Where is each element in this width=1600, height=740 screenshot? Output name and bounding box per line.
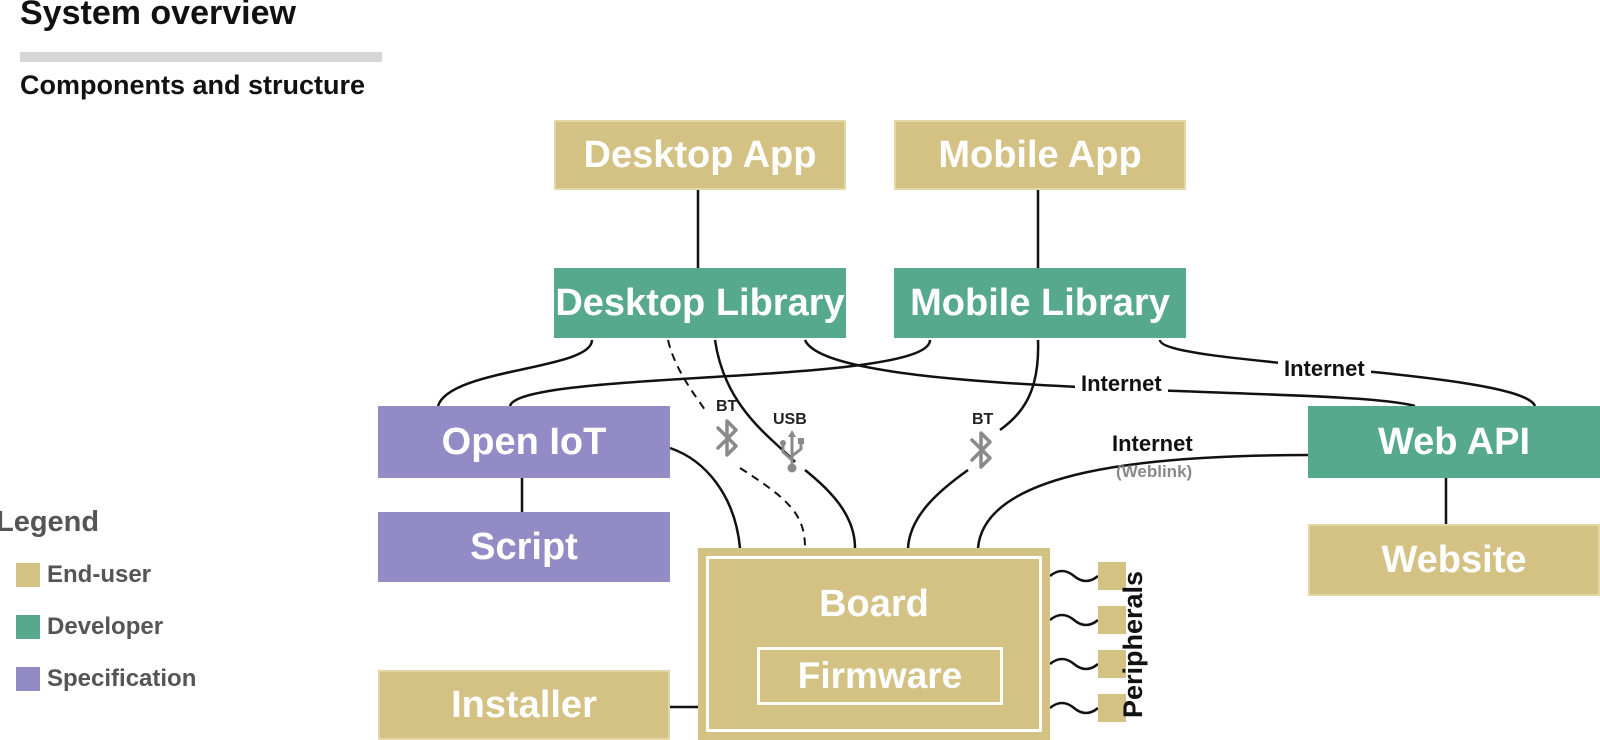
legend-item-end-user: End-user — [16, 561, 151, 589]
link-mobile-library-bt — [999, 339, 1040, 431]
legend-swatch-developer — [16, 615, 40, 639]
link-peripheral-4 — [1049, 701, 1099, 715]
bt-label-desktop: BT — [716, 398, 738, 415]
board-frame: Board Firmware — [706, 556, 1042, 732]
legend-item-specification: Specification — [16, 665, 196, 693]
mobile-app-node: Mobile App — [894, 120, 1186, 190]
link-webapi-board — [976, 453, 1311, 549]
internet-label-board-webapi: Internet — [1106, 432, 1199, 456]
bluetooth-icon — [970, 431, 992, 469]
peripheral-3 — [1098, 650, 1126, 678]
legend-swatch-specification — [16, 667, 40, 691]
peripheral-1 — [1098, 562, 1126, 590]
open-iot-node: Open IoT — [378, 406, 670, 478]
mobile-library-node: Mobile Library — [894, 268, 1186, 338]
bt-label-mobile: BT — [972, 411, 994, 428]
weblink-note: (Weblink) — [1116, 462, 1193, 481]
title-divider — [20, 52, 382, 62]
link-peripheral-1 — [1049, 569, 1099, 583]
link-bt-board-dashed — [739, 467, 806, 549]
peripheral-4 — [1098, 694, 1126, 722]
page-subtitle: Components and structure — [20, 70, 366, 100]
link-mobile-library-openiot — [508, 339, 932, 407]
legend-item-developer: Developer — [16, 613, 163, 641]
legend-label-specification: Specification — [47, 665, 197, 692]
legend-title: Legend — [0, 506, 100, 538]
link-desktop-library-bt — [667, 339, 706, 411]
desktop-library-node: Desktop Library — [554, 268, 846, 338]
website-node: Website — [1308, 524, 1600, 596]
link-openiot-board — [669, 446, 742, 549]
installer-node: Installer — [378, 670, 670, 740]
peripheral-2 — [1098, 606, 1126, 634]
link-peripheral-3 — [1049, 657, 1099, 671]
usb-icon — [780, 430, 804, 473]
link-bt-board — [906, 468, 969, 549]
legend-label-end-user: End-user — [47, 561, 152, 588]
link-peripheral-2 — [1049, 613, 1099, 627]
link-desktop-library-openiot — [436, 339, 594, 407]
desktop-app-node: Desktop App — [554, 120, 846, 190]
bluetooth-icon — [716, 419, 738, 457]
web-api-node: Web API — [1308, 406, 1600, 478]
usb-label: USB — [773, 411, 807, 428]
legend-label-developer: Developer — [47, 613, 164, 640]
legend-swatch-end-user — [16, 563, 40, 587]
firmware-node: Firmware — [757, 647, 1003, 705]
script-node: Script — [378, 512, 670, 582]
board-node: Board Firmware — [698, 548, 1050, 740]
page-title: System overview — [20, 0, 296, 32]
board-label: Board — [819, 583, 929, 625]
internet-label-mobile-webapi: Internet — [1278, 357, 1371, 381]
link-usb-board — [804, 469, 857, 549]
peripherals-label: Peripherals — [1118, 570, 1148, 718]
internet-label-desktop-webapi: Internet — [1075, 372, 1168, 396]
